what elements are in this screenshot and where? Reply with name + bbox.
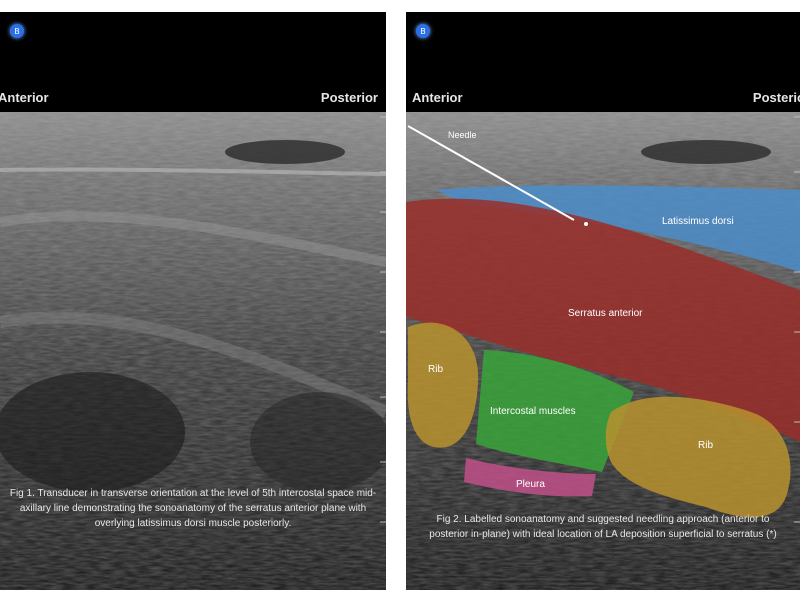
figure-caption: Fig 1. Transducer in transverse orientat… <box>9 488 377 529</box>
figure-caption: Fig 2. Labelled sonoanatomy and suggeste… <box>429 514 777 540</box>
figure-badge: B <box>10 24 24 38</box>
ultrasound-image <box>0 112 386 590</box>
ultrasound-panel-fig1: B Anterior Posterior <box>0 12 386 590</box>
rib-left-region <box>407 322 479 448</box>
intercostal-label: Intercostal muscles <box>490 406 576 417</box>
anterior-label: Anterior <box>0 90 49 105</box>
posterior-label: Posterior <box>752 90 800 105</box>
pleura-region <box>464 458 596 497</box>
pleura-label: Pleura <box>516 479 545 490</box>
rib-right-label: Rib <box>698 440 713 451</box>
posterior-label: Posterior <box>320 90 378 105</box>
needle-line <box>407 125 575 221</box>
serratus-anterior-region <box>406 198 800 442</box>
figure-badge: B <box>416 24 430 38</box>
anterior-label: Anterior <box>412 90 463 105</box>
rib-right-region <box>605 396 791 518</box>
ultrasound-panel-fig2: B Anterior Posterior <box>406 12 800 590</box>
needle-label: Needle <box>448 130 477 140</box>
rib-left-label: Rib <box>428 364 443 375</box>
labelled-ultrasound-image: Needle Latissimus dorsi Serratus anterio… <box>406 112 800 590</box>
serratus-label: Serratus anterior <box>568 308 643 319</box>
latissimus-label: Latissimus dorsi <box>662 216 734 227</box>
intercostal-region <box>476 350 634 472</box>
